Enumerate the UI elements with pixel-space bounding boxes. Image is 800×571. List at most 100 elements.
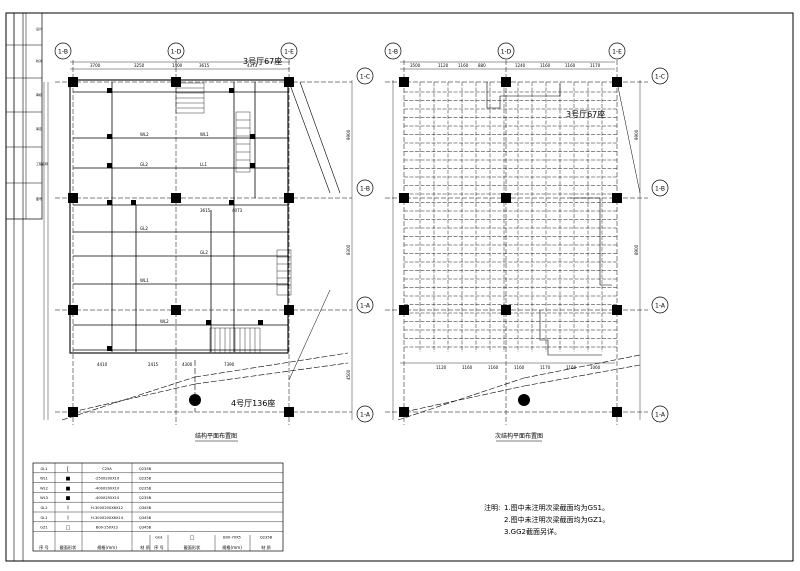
sidebar-label: 校对 (36, 58, 42, 63)
column (501, 77, 511, 87)
general-notes: 注明: 1.图中未注明次梁截面均为GS1。 2.图中未注明次梁截面均为GZ1。 … (484, 503, 609, 536)
beam-label: GL2 (140, 226, 148, 231)
dimension-text: 1240 (515, 63, 526, 68)
sidebar-label: 工程名称 (36, 161, 48, 166)
table-cell-shape: I (67, 506, 68, 512)
plan-caption: 次结构平面布置图 (495, 432, 543, 440)
table-header: 规格(mm) (222, 544, 242, 551)
column (68, 193, 78, 203)
axis-label: 1-A (655, 412, 666, 419)
note-line: 2.图中未注明次梁截面均为GZ1。 (504, 515, 609, 524)
secondary-structural-plan-right: 1-B 1-D 1-E 1-C 1-B 1-A 1-A 3500 1120 11… (384, 42, 669, 442)
axis-label: 1-E (284, 49, 294, 56)
table-cell-id: GL1 (40, 516, 47, 520)
beam-label: WL1 (140, 278, 149, 283)
dimension-text: 1160 (565, 63, 576, 68)
column (612, 77, 622, 87)
table-cell-spec: H-300X200X8X14 (91, 516, 124, 520)
plan-caption: 结构平面布置图 (195, 432, 237, 440)
column (284, 77, 294, 87)
table-header: 序 号 (154, 544, 164, 551)
column (399, 77, 409, 87)
beam-label: GL2 (140, 162, 148, 167)
table-cell-material: Q235B (139, 496, 152, 500)
column (501, 305, 511, 315)
table-cell-material: Q345B (139, 516, 152, 520)
hall-label: 3号厅67座 (566, 109, 605, 119)
table-cell-id: GZ1 (40, 526, 48, 530)
axis-label: 1-B (58, 49, 68, 56)
axis-label: 1-A (360, 412, 371, 419)
column (171, 305, 181, 315)
dimension-text: 880 (478, 63, 486, 68)
column (284, 305, 294, 315)
table-header: 材 质 (261, 544, 271, 551)
dimension-text: 1160 (458, 63, 469, 68)
column (284, 193, 294, 203)
dimension-text: 1160 (488, 365, 499, 370)
dimension-text: 1170 (590, 63, 601, 68)
dimension-text: 8900 (634, 244, 639, 255)
column-round (189, 394, 201, 406)
hall-label: 4号厅136座 (231, 398, 275, 408)
sidebar-label: 设计 (36, 26, 42, 31)
beam-label: WL2 (140, 132, 149, 137)
dimension-text: 4500 (346, 369, 351, 380)
notes-title: 注明: (484, 503, 500, 512)
note-line: 3.GG2截面另详。 (504, 527, 561, 536)
column (612, 305, 622, 315)
dimension-text: 1170 (540, 365, 551, 370)
dimension-text: 7390 (224, 362, 235, 367)
dimension-text: 1160 (514, 365, 525, 370)
table-header: 材 质 (140, 544, 150, 551)
table-cell-material: Q235B (139, 486, 152, 490)
beam-label: LL1 (200, 162, 207, 167)
beam-label: WL1 (200, 132, 209, 137)
stair-right (276, 249, 292, 296)
axis-label: 1-C (655, 74, 665, 81)
table-cell-shape: I (67, 515, 68, 521)
column (68, 77, 78, 87)
dimension-text: 4410 (97, 362, 108, 367)
structural-plan-left: 1-B 1-D 1-E 1-C 1-B 1-A 1-A 3700 3250 14… (43, 42, 374, 442)
table-cell-shape: □ (66, 525, 71, 531)
dimension-text: 1120 (438, 63, 449, 68)
table-cell-spec: B00-250X12 (96, 526, 118, 530)
dimension-text: 9900 (634, 129, 639, 140)
dimension-text: 4300 (182, 362, 193, 367)
dimension-text: 3700 (90, 63, 101, 68)
dimension-text: 1160 (540, 63, 551, 68)
table-cell-spec: -400X200X10 (95, 486, 120, 490)
stair-bottom (209, 327, 261, 354)
axis-label: 1-B (360, 186, 370, 193)
sidebar-label: 审核 (36, 92, 42, 97)
column (171, 193, 181, 203)
table-cell-spec: C25A (102, 467, 112, 471)
hall-label: 3号厅67座 (243, 56, 282, 66)
column-round (518, 394, 530, 406)
dimension-text: 4073 (232, 208, 243, 213)
dimension-text: 1160 (462, 365, 473, 370)
dimension-text: 2415 (148, 362, 159, 367)
table-cell-spec: -250X200X10 (95, 477, 120, 481)
table-cell-material: Q345B (139, 526, 152, 530)
axis-label: 1-E (612, 49, 622, 56)
beam-label: GL2 (200, 250, 208, 255)
column (399, 193, 409, 203)
table-header: 截面形状 (184, 544, 202, 551)
axis-label: 1-A (360, 303, 371, 310)
dimension-text: 3615 (200, 208, 211, 213)
table-cell-spec: H-300X200X8X12 (91, 506, 123, 510)
axis-label: 1-B (655, 186, 665, 193)
dimension-text: 3500 (410, 63, 421, 68)
table-cell-id: WL3 (40, 496, 48, 500)
table-cell-material: Q345B (139, 506, 152, 510)
column (68, 305, 78, 315)
dimension-text: 3615 (199, 63, 210, 68)
dimension-text: 8300 (346, 244, 351, 255)
column (284, 407, 294, 417)
stair-top (175, 82, 205, 114)
dimension-text: 9900 (346, 129, 351, 140)
